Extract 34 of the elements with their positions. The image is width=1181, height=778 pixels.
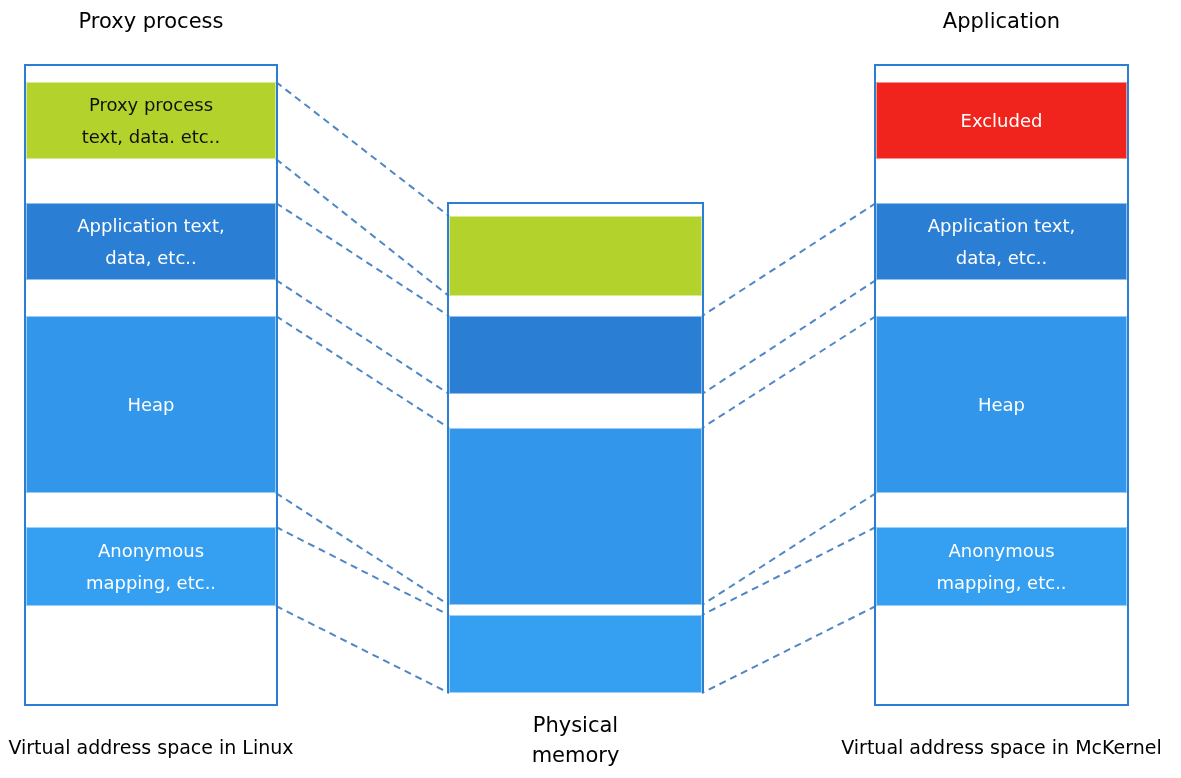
column-caption: Physical memory <box>530 712 621 769</box>
memory-segment <box>876 527 1127 606</box>
memory-block <box>449 316 702 394</box>
memory-segment <box>876 82 1127 159</box>
mapping-line <box>701 315 877 606</box>
memory-segment <box>876 203 1127 280</box>
memory-segment <box>876 316 1127 493</box>
mapping-line <box>275 526 450 694</box>
mapping-line <box>701 202 877 395</box>
memory-segment <box>26 82 276 159</box>
memory-column <box>24 64 278 706</box>
mapping-line <box>275 202 450 395</box>
memory-segment <box>26 203 276 280</box>
segment-label: Proxy process text, data. etc.. <box>80 92 222 149</box>
segment-label: Heap <box>126 392 176 417</box>
memory-segment <box>26 527 276 606</box>
memory-block <box>449 428 702 605</box>
segment-label: Heap <box>976 392 1027 417</box>
column-heading: Proxy process <box>77 9 225 33</box>
mapping-line <box>701 526 877 694</box>
memory-block <box>449 615 702 693</box>
mapping-line <box>275 81 450 297</box>
segment-label: Application text, data, etc.. <box>76 213 226 270</box>
segment-label: Anonymous mapping, etc.. <box>935 538 1068 595</box>
segment-label: Application text, data, etc.. <box>926 213 1077 270</box>
memory-segment <box>26 316 276 493</box>
segment-label: Anonymous mapping, etc.. <box>84 538 218 595</box>
column-caption: Virtual address space in McKernel <box>840 736 1163 758</box>
memory-block <box>449 216 702 296</box>
segment-label: Excluded <box>959 108 1044 133</box>
column-caption: Virtual address space in Linux <box>7 736 295 758</box>
memory-column <box>874 64 1129 706</box>
memory-column <box>447 202 704 693</box>
column-heading: Application <box>941 9 1062 33</box>
